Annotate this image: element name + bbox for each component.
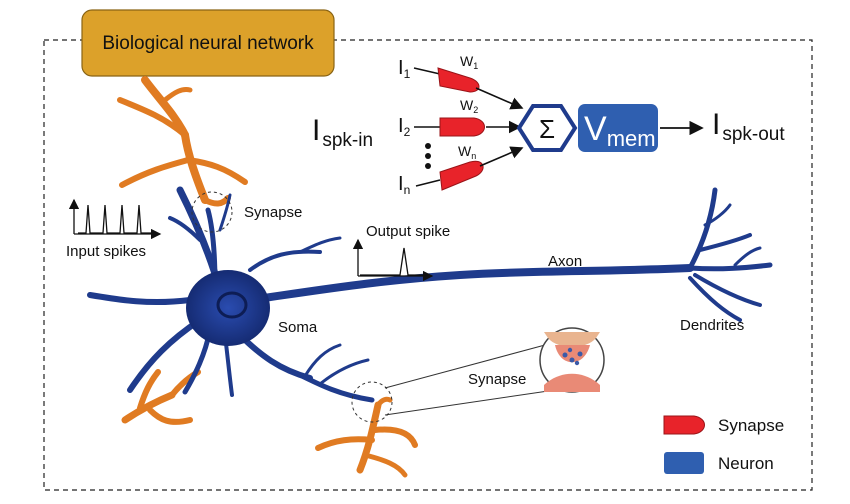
input-n-synapse bbox=[439, 160, 484, 191]
orange-dendrite-top bbox=[117, 76, 248, 207]
synapse-top-label: Synapse bbox=[244, 204, 302, 221]
legend-synapse-label: Synapse bbox=[718, 416, 784, 435]
magnified-synapse bbox=[539, 327, 605, 393]
vmem-box bbox=[578, 104, 658, 152]
output-spike-label: Output spike bbox=[366, 223, 450, 240]
legend-neuron-swatch bbox=[664, 452, 704, 474]
input-2-label: I2 bbox=[398, 115, 411, 139]
input-n-label: In bbox=[398, 173, 410, 197]
title-box bbox=[81, 9, 335, 77]
input-n-arrow bbox=[479, 146, 524, 167]
weight-n-label: Wn bbox=[458, 143, 476, 161]
synapse-bottom-label: Synapse bbox=[468, 371, 526, 388]
axon-label: Axon bbox=[548, 253, 582, 270]
vmem-label: Vmem bbox=[584, 110, 656, 151]
input-1-label: I1 bbox=[398, 57, 411, 81]
nucleus bbox=[216, 291, 248, 319]
input-1-line bbox=[413, 67, 441, 75]
weight-1-label: W1 bbox=[460, 53, 478, 71]
zoom-line-lower bbox=[384, 389, 556, 416]
zoom-line-upper bbox=[384, 344, 546, 389]
input-1-arrow bbox=[475, 87, 524, 110]
orange-dendrite-bottom-left bbox=[121, 369, 201, 425]
summation-symbol: Σ bbox=[539, 114, 555, 144]
summation-hexagon bbox=[516, 104, 578, 152]
legend-neuron-label: Neuron bbox=[718, 454, 774, 473]
soma bbox=[186, 270, 270, 346]
title-text: Biological neural network bbox=[102, 33, 314, 54]
dendrites-label: Dendrites bbox=[680, 317, 744, 334]
input-spikes-plot bbox=[68, 198, 162, 240]
ellipsis-dots bbox=[425, 143, 431, 169]
dashed-frame bbox=[43, 39, 813, 491]
input-n-line bbox=[415, 179, 441, 187]
input-2-synapse bbox=[439, 117, 485, 137]
legend-synapse-swatch bbox=[663, 415, 705, 435]
weight-2-label: W2 bbox=[460, 97, 478, 115]
output-spike-plot bbox=[352, 238, 434, 282]
soma-label: Soma bbox=[278, 319, 318, 336]
synapse-circle-top bbox=[191, 191, 233, 233]
synapse-circle-bottom bbox=[351, 381, 393, 423]
input-spikes-label: Input spikes bbox=[66, 243, 146, 260]
orange-dendrite-bottom-right bbox=[315, 396, 418, 478]
input-1-synapse bbox=[437, 67, 480, 93]
